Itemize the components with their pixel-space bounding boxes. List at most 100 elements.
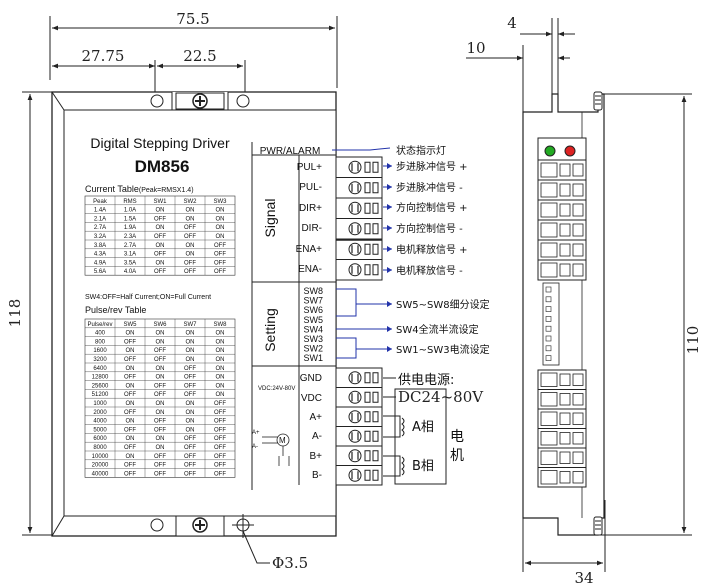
mount-hole-top-left bbox=[150, 94, 164, 108]
pulse-table-cell: 10000 bbox=[92, 454, 109, 460]
motor-a-plus: A+ bbox=[252, 430, 260, 436]
current-table-cell: OFF bbox=[214, 243, 226, 249]
annotation-arrowheads bbox=[387, 163, 392, 352]
pulse-table-cell: ON bbox=[216, 339, 225, 345]
pulse-table-cell: ON bbox=[126, 383, 135, 389]
power-pin-label: A+ bbox=[309, 412, 322, 423]
pulse-table-cell: 25600 bbox=[92, 383, 109, 389]
pulse-table-cell: OFF bbox=[184, 375, 196, 381]
front-dimensions bbox=[22, 16, 338, 536]
pulse-table-cell: ON bbox=[216, 357, 225, 363]
pulse-table-cell: 800 bbox=[95, 339, 106, 345]
pulse-table-cell: OFF bbox=[214, 454, 226, 460]
ann-power-label: 供电电源: bbox=[398, 373, 454, 388]
pulse-table-cell: ON bbox=[156, 436, 165, 442]
current-table-cell: ON bbox=[156, 260, 165, 266]
ann-sw4: SW4全流半流设定 bbox=[396, 323, 479, 336]
pulse-table-cell: ON bbox=[186, 410, 195, 416]
setting-switch-label: SW4 bbox=[303, 324, 323, 334]
current-table-cell: OFF bbox=[184, 260, 196, 266]
pulse-table-cell: OFF bbox=[124, 375, 136, 381]
pulse-table-title: Pulse/rev Table bbox=[85, 305, 146, 315]
pulse-table-cell: ON bbox=[216, 375, 225, 381]
side-terminal bbox=[537, 369, 587, 390]
pulse-table-cell: 12800 bbox=[92, 375, 109, 381]
pulse-table-header-cell: SW7 bbox=[183, 322, 197, 328]
pulse-table-cell: OFF bbox=[214, 463, 226, 469]
side-red-led bbox=[564, 145, 576, 157]
pulse-table-cell: OFF bbox=[154, 348, 166, 354]
side-dimensions bbox=[466, 18, 692, 572]
pulse-table-cell: 8000 bbox=[93, 445, 107, 451]
pulse-table-cell: OFF bbox=[154, 383, 166, 389]
pulse-table-cell: OFF bbox=[214, 410, 226, 416]
side-terminal bbox=[537, 219, 587, 241]
pulse-table-cell: ON bbox=[216, 348, 225, 354]
motor-wiring-symbol bbox=[262, 433, 290, 466]
pulse-table-cell: OFF bbox=[124, 471, 136, 477]
signal-pin-label: ENA- bbox=[298, 264, 322, 275]
pulse-table-cell: ON bbox=[186, 339, 195, 345]
current-table-cell: 2.7A bbox=[124, 243, 136, 249]
signal-terminal bbox=[335, 259, 383, 281]
current-table-cell: OFF bbox=[154, 234, 166, 240]
power-terminal bbox=[335, 367, 383, 388]
pulse-table-cell: OFF bbox=[184, 454, 196, 460]
side-terminal bbox=[537, 389, 587, 410]
current-table-cell: OFF bbox=[214, 260, 226, 266]
side-terminal bbox=[537, 259, 587, 281]
signal-terminal bbox=[335, 197, 383, 219]
current-table-cell: ON bbox=[216, 225, 225, 231]
current-table-cell: 1.4A bbox=[94, 208, 106, 214]
screw-bottom-icon bbox=[192, 517, 208, 533]
current-table-cell: 1.0A bbox=[124, 208, 136, 214]
pulse-table-header-cell: SW6 bbox=[153, 322, 167, 328]
motor-a-minus: A- bbox=[252, 444, 258, 450]
ann-status-light: 状态指示灯 bbox=[396, 144, 446, 157]
signal-terminal bbox=[335, 238, 383, 260]
ann-motor-1: 电 bbox=[450, 429, 464, 445]
current-table-cell: ON bbox=[156, 243, 165, 249]
pulse-table-cell: ON bbox=[126, 436, 135, 442]
pulse-table-cell: ON bbox=[126, 419, 135, 425]
hole-callout bbox=[232, 514, 270, 564]
pulse-table-cell: OFF bbox=[124, 445, 136, 451]
label-model: DM856 bbox=[135, 157, 190, 176]
ann-b-phase: B相 bbox=[412, 459, 434, 474]
setting-switch-label: SW2 bbox=[303, 344, 323, 354]
pulse-table-cell: 6400 bbox=[93, 366, 107, 372]
pulse-table-cell: OFF bbox=[214, 419, 226, 425]
setting-switch-label: SW3 bbox=[303, 334, 323, 344]
current-table-cell: OFF bbox=[214, 252, 226, 258]
pulse-table-cell: OFF bbox=[184, 471, 196, 477]
pulse-table-cell: OFF bbox=[214, 427, 226, 433]
current-table-cell: ON bbox=[156, 225, 165, 231]
side-connectors bbox=[537, 159, 587, 488]
signal-terminal bbox=[335, 218, 383, 240]
pulse-table-cell: OFF bbox=[184, 366, 196, 372]
signal-terminal bbox=[335, 156, 383, 178]
pulse-table-cell: OFF bbox=[214, 471, 226, 477]
current-table-header-cell: Peak bbox=[93, 199, 108, 205]
pulse-table-cell: 1000 bbox=[93, 401, 107, 407]
current-table-cell: 4.9A bbox=[94, 260, 106, 266]
current-table-cell: 1.5A bbox=[124, 216, 136, 222]
pulse-table-cell: OFF bbox=[154, 357, 166, 363]
current-table-cell: OFF bbox=[184, 234, 196, 240]
pulse-table-header-cell: SW8 bbox=[213, 322, 227, 328]
pulse-table-cell: 4000 bbox=[93, 419, 107, 425]
pulse-table-cell: ON bbox=[126, 454, 135, 460]
current-table-cell: 3.2A bbox=[94, 234, 106, 240]
front-connectors bbox=[335, 156, 383, 486]
pulse-table-cell: OFF bbox=[154, 427, 166, 433]
pulse-table-header-cell: Pulse/rev bbox=[87, 322, 112, 328]
pulse-table-cell: OFF bbox=[184, 463, 196, 469]
ann-power-range: DC24~80V bbox=[398, 388, 484, 406]
ann-dir-plus: 方向控制信号 + bbox=[396, 201, 468, 214]
ann-pul-plus: 步进脉冲信号 + bbox=[396, 160, 468, 173]
current-table-cell: 2.7A bbox=[94, 225, 106, 231]
power-pin-label: VDC bbox=[301, 393, 322, 404]
ann-ena-plus: 电机释放信号 + bbox=[396, 243, 468, 256]
